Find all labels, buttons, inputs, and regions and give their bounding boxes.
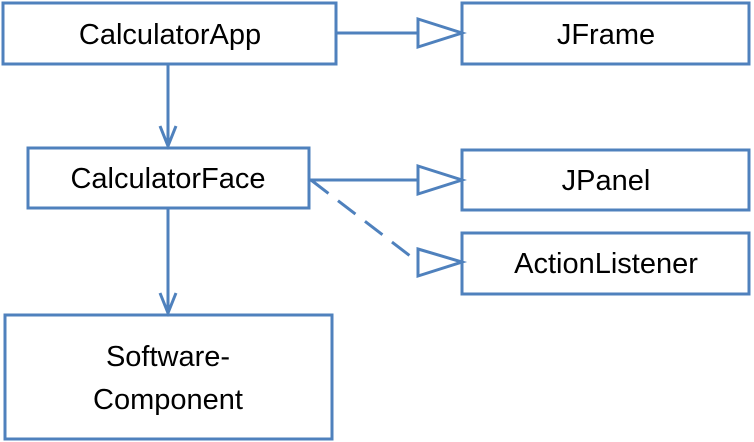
action-listener-label: ActionListener — [514, 248, 698, 280]
arrowhead-face-to-jpanel — [416, 163, 467, 197]
software-component-label-line-2: Component — [93, 384, 243, 416]
software-component-label-line-1: Software- — [106, 341, 230, 373]
software-component-box — [3, 313, 334, 441]
calculator-face-label: CalculatorFace — [70, 163, 265, 195]
jframe-label: JFrame — [557, 19, 655, 51]
calculator-app-label: CalculatorApp — [79, 19, 261, 51]
arrowhead-face-to-action-listener — [416, 246, 468, 279]
edge-face-to-action-listener — [310, 178, 419, 264]
jpanel-label: JPanel — [562, 165, 651, 197]
arrowhead-face-to-software-component — [158, 292, 178, 318]
arrowhead-app-to-face — [158, 125, 178, 151]
arrowhead-app-to-jframe — [416, 16, 467, 50]
